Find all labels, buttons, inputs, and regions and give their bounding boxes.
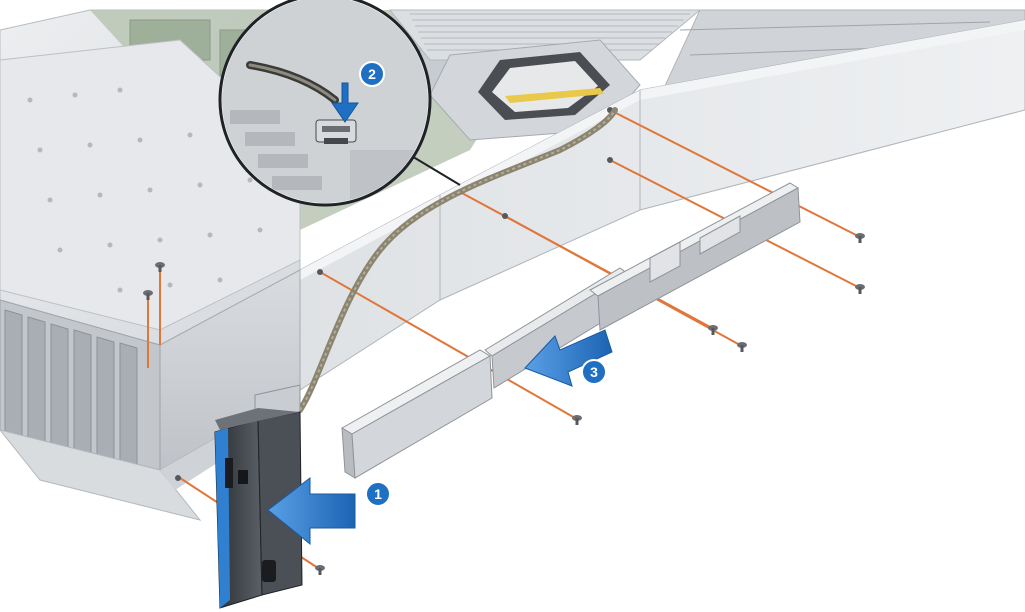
- screw-icon: [737, 342, 747, 352]
- cable-connector: [316, 120, 356, 144]
- svg-text:2: 2: [368, 66, 376, 82]
- svg-text:3: 3: [590, 364, 598, 380]
- screw-icon: [315, 565, 325, 575]
- screw-icon: [572, 415, 582, 425]
- server-chassis: [0, 10, 1025, 520]
- svg-text:1: 1: [374, 486, 382, 502]
- screw-icon: [855, 233, 865, 243]
- step-badge-3: 3: [582, 360, 606, 384]
- step-badge-2: 2: [360, 62, 384, 86]
- screw-icon: [855, 284, 865, 294]
- screw-icon: [708, 325, 718, 335]
- step-badge-1: 1: [366, 482, 390, 506]
